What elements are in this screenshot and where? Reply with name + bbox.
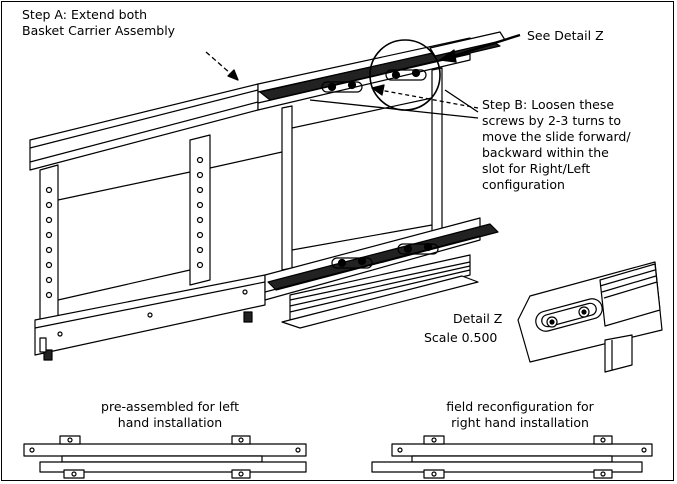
step-a-line-2: Basket Carrier Assembly (22, 23, 176, 38)
left-post-holes (45, 186, 53, 299)
step-b-label: Step B: Loosen these screws by 2-3 turns… (482, 97, 631, 193)
step-a-label: Step A: Extend both Basket Carrier Assem… (22, 7, 175, 39)
middle-post-holes (196, 156, 204, 269)
step-b-line-3: move the slide forward/ (482, 129, 631, 144)
right-caption-line-1: field reconfiguration for (446, 399, 594, 414)
step-b-line-6: configuration (482, 177, 565, 192)
right-caption-line-2: right hand installation (451, 415, 589, 430)
bottom-view-right (371, 435, 653, 479)
step-a-line-1: Step A: Extend both (22, 7, 148, 22)
left-caption-line-2: hand installation (117, 415, 223, 430)
see-detail-label: See Detail Z (527, 28, 604, 43)
basket-carrier-assembly (29, 31, 506, 361)
step-b-line-1: Step B: Loosen these (482, 97, 615, 112)
right-view-caption: field reconfiguration for right hand ins… (410, 399, 630, 431)
detail-z-title: Detail Z (453, 311, 503, 326)
bottom-slot-screws (331, 242, 439, 269)
detail-z-scale: Scale 0.500 (424, 330, 498, 345)
top-slot-screws (321, 68, 427, 93)
leader-arrows (205, 33, 521, 119)
left-view-caption: pre-assembled for left hand installation (70, 399, 270, 431)
step-b-line-4: backward within the (482, 145, 609, 160)
detail-z-view (517, 261, 663, 373)
step-b-line-2: screws by 2-3 turns to (482, 113, 622, 128)
step-b-line-5: slot for Right/Left (482, 161, 591, 176)
bottom-view-left (23, 435, 307, 479)
left-caption-line-1: pre-assembled for left (101, 399, 239, 414)
